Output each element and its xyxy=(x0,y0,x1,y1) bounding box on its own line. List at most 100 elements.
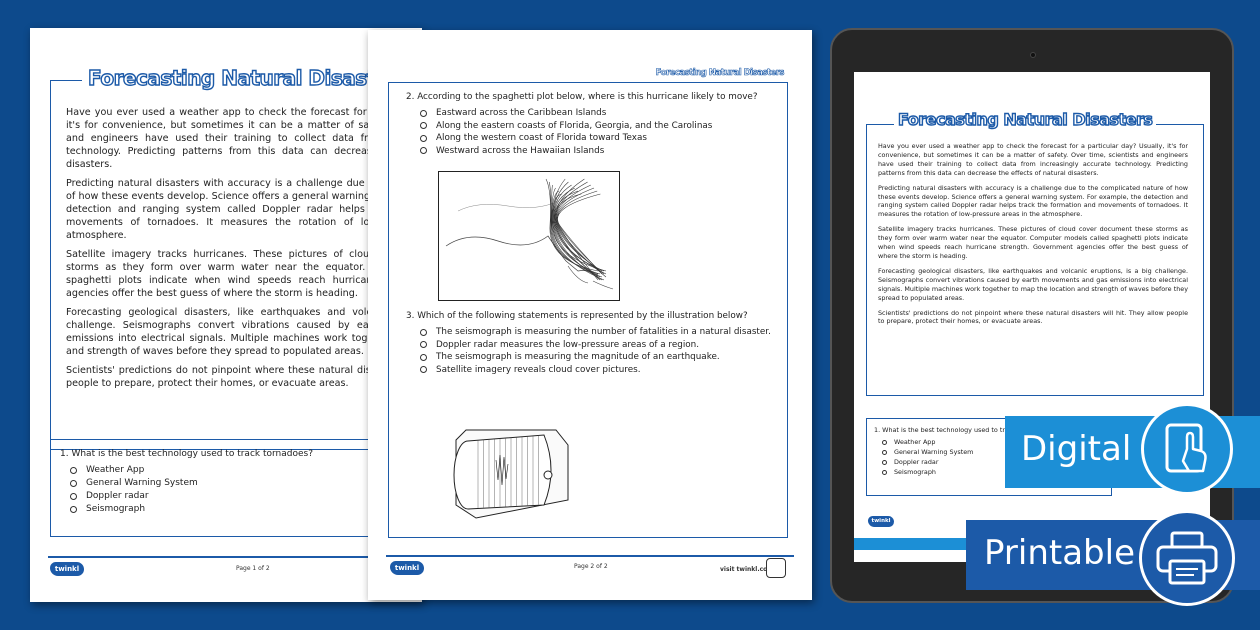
answer-option[interactable]: General Warning System xyxy=(70,478,313,488)
radio-button[interactable] xyxy=(420,109,427,117)
answer-option[interactable]: Westward across the Hawaiian Islands xyxy=(420,146,758,156)
footer-divider xyxy=(386,555,794,557)
page-number: Page 1 of 2 xyxy=(236,565,270,572)
answer-option-label: Doppler radar measures the low-pressure … xyxy=(436,339,700,350)
answer-option-label: Weather App xyxy=(86,465,145,475)
worksheet-page-1: Forecasting Natural Disasters Have you e… xyxy=(30,28,422,602)
forecast-track xyxy=(557,193,603,275)
screen-question-1: 1. What is the best technology used to t… xyxy=(874,426,1054,478)
reading-passage: Have you ever used a weather app to chec… xyxy=(66,106,422,396)
question-1-prompt: 1. What is the best technology used to t… xyxy=(60,449,313,459)
answer-option-label: Weather App xyxy=(894,438,936,446)
answer-option[interactable]: The seismograph is measuring the number … xyxy=(420,327,771,337)
spaghetti-plot-map xyxy=(438,171,620,301)
answer-option[interactable]: Doppler radar xyxy=(882,458,1054,466)
printable-label: Printable xyxy=(984,533,1135,573)
answer-option-label: The seismograph is measuring the magnitu… xyxy=(436,352,720,362)
digital-label: Digital xyxy=(1021,429,1132,469)
answer-option-label: Seismograph xyxy=(894,468,936,476)
answer-option[interactable]: Weather App xyxy=(70,465,313,475)
radio-button[interactable] xyxy=(882,469,887,475)
radio-button[interactable] xyxy=(420,341,427,348)
printer-icon xyxy=(1139,510,1235,606)
radio-button[interactable] xyxy=(420,366,427,373)
passage-paragraph: Satellite imagery tracks hurricanes. The… xyxy=(66,249,422,299)
radio-button[interactable] xyxy=(420,147,427,154)
answer-option[interactable]: Satellite imagery reveals cloud cover pi… xyxy=(420,365,771,375)
forecast-track xyxy=(551,187,605,281)
forecast-track xyxy=(556,184,607,278)
radio-button[interactable] xyxy=(70,479,77,487)
twinkl-logo: twinkl xyxy=(390,561,424,575)
visit-link[interactable]: visit twinkl.com xyxy=(720,566,774,573)
radio-button[interactable] xyxy=(420,134,427,142)
forecast-track xyxy=(553,181,603,281)
answer-option-label: General Warning System xyxy=(894,448,974,456)
footer-divider xyxy=(48,556,408,558)
answer-option-label: Along the western coast of Florida towar… xyxy=(436,133,647,143)
question-2: 2. According to the spaghetti plot below… xyxy=(406,92,758,158)
passage-paragraph: Have you ever used a weather app to chec… xyxy=(66,107,422,170)
screen-title: Forecasting Natural Disasters xyxy=(894,109,1157,130)
tablet-screen: Forecasting Natural Disasters Have you e… xyxy=(854,72,1210,562)
page-title: Forecasting Natural Disasters xyxy=(82,65,416,91)
answer-option[interactable]: General Warning System xyxy=(882,448,1054,456)
forecast-track xyxy=(554,193,601,281)
question-2-prompt: 2. According to the spaghetti plot below… xyxy=(406,92,758,102)
question-3-prompt: 3. Which of the following statements is … xyxy=(406,311,748,321)
answer-option[interactable]: Weather App xyxy=(882,438,1054,446)
quality-stamp-icon xyxy=(766,558,786,578)
questions-box xyxy=(388,82,788,538)
answer-option[interactable]: Along the eastern coasts of Florida, Geo… xyxy=(420,121,758,131)
screen-passage-paragraph: Predicting natural disasters with accura… xyxy=(878,183,1188,219)
answer-option[interactable]: Doppler radar measures the low-pressure … xyxy=(420,340,771,350)
answer-option-label: Along the eastern coasts of Florida, Geo… xyxy=(436,120,713,131)
forecast-track xyxy=(551,190,607,272)
seismograph-illustration xyxy=(453,429,569,519)
answer-option-label: General Warning System xyxy=(86,478,198,488)
screen-question-1-prompt: 1. What is the best technology used to t… xyxy=(874,426,1054,434)
screen-passage-paragraph: Satellite imagery tracks hurricanes. The… xyxy=(878,225,1188,260)
answer-option[interactable]: Seismograph xyxy=(882,468,1054,476)
screen-passage-paragraph: Forecasting geological disasters, like e… xyxy=(878,266,1188,302)
answer-option[interactable]: Seismograph xyxy=(70,504,313,514)
radio-button[interactable] xyxy=(70,466,77,474)
radio-button[interactable] xyxy=(70,505,77,513)
answer-option[interactable]: Along the western coast of Florida towar… xyxy=(420,133,758,143)
page-number: Page 2 of 2 xyxy=(574,563,608,570)
screen-passage-paragraph: Have you ever used a weather app to chec… xyxy=(878,142,1188,177)
forecast-track xyxy=(554,190,599,278)
radio-button[interactable] xyxy=(882,439,887,445)
question-3-options: The seismograph is measuring the number … xyxy=(406,327,771,375)
answer-option[interactable]: The seismograph is measuring the magnitu… xyxy=(420,352,771,362)
answer-option[interactable]: Eastward across the Caribbean Islands xyxy=(420,108,758,118)
twinkl-logo: twinkl xyxy=(50,562,84,576)
forecast-track xyxy=(554,187,607,275)
twinkl-logo: twinkl xyxy=(868,516,894,527)
radio-button[interactable] xyxy=(420,353,427,361)
answer-option-label: Satellite imagery reveals cloud cover pi… xyxy=(436,364,641,375)
forecast-track xyxy=(556,190,601,272)
answer-option-label: Eastward across the Caribbean Islands xyxy=(436,108,607,118)
header-title: Forecasting Natural Disasters xyxy=(655,68,784,79)
radio-button[interactable] xyxy=(420,328,427,336)
question-3: 3. Which of the following statements is … xyxy=(406,311,771,377)
screen-passage-paragraph: Scientists' predictions do not pinpoint … xyxy=(878,308,1188,326)
radio-button[interactable] xyxy=(882,459,887,465)
question-1: 1. What is the best technology used to t… xyxy=(60,449,313,517)
screen-reading-passage: Have you ever used a weather app to chec… xyxy=(878,142,1188,332)
radio-button[interactable] xyxy=(882,449,887,455)
camera-dot xyxy=(1030,52,1036,58)
answer-option-label: The seismograph is measuring the number … xyxy=(436,327,771,337)
radio-button[interactable] xyxy=(70,492,77,500)
tablet-touch-icon xyxy=(1141,403,1233,495)
passage-paragraph: Forecasting geological disasters, like e… xyxy=(66,307,422,357)
answer-option[interactable]: Doppler radar xyxy=(70,491,313,501)
radio-button[interactable] xyxy=(420,122,427,129)
answer-option-label: Westward across the Hawaiian Islands xyxy=(436,145,605,156)
answer-option-label: Doppler radar xyxy=(894,458,939,466)
forecast-track xyxy=(556,187,599,281)
